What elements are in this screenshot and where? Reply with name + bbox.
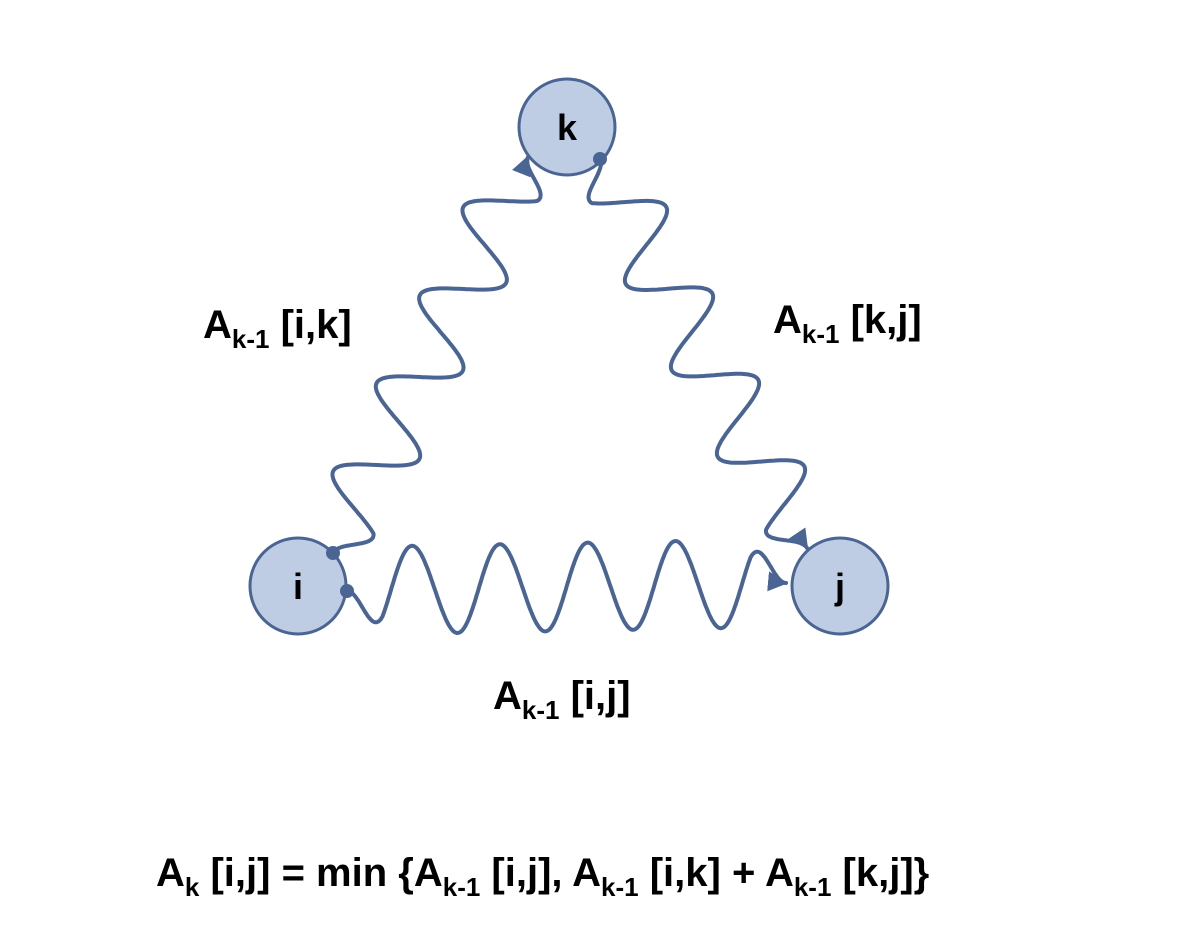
formula-term-1-base: A: [156, 851, 185, 895]
edge-label-ik-subscript: k-1: [231, 324, 270, 354]
formula-term-1-rest: [i,j] = min {: [199, 851, 414, 895]
formula-term-3-rest: [i,k] +: [638, 851, 765, 895]
edge-ij-start-dot: [340, 584, 354, 598]
edge-label-kj-index: [k,j]: [839, 298, 922, 342]
formula-term-4-subscript: k-1: [793, 872, 832, 902]
edge-label-ik-base: A: [203, 303, 232, 347]
edge-label-ik: Ak-1 [i,k]: [203, 303, 352, 352]
formula-term-3-base: A: [572, 851, 602, 895]
edge-i-to-j: [345, 539, 788, 635]
formula-term-1-subscript: k: [184, 872, 200, 902]
formula-term-2-base: A: [413, 851, 443, 895]
edge-label-ij-index: [i,j]: [559, 674, 631, 718]
edge-kj-start-dot: [593, 152, 607, 166]
edge-label-kj-subscript: k-1: [801, 319, 840, 349]
edge-label-ik-index: [i,k]: [269, 303, 352, 347]
formula-term-4-rest: [k,j]}: [831, 851, 930, 895]
formula-term-4-base: A: [764, 851, 794, 895]
edge-label-kj: Ak-1 [k,j]: [773, 298, 922, 347]
node-k: k: [517, 77, 617, 177]
node-j-circle: [790, 536, 890, 636]
edge-label-ij: Ak-1 [i,j]: [493, 674, 631, 723]
edge-label-ij-subscript: k-1: [521, 695, 560, 725]
edge-k-to-j: [586, 157, 809, 550]
formula-term-2-subscript: k-1: [442, 872, 481, 902]
node-k-label: k: [557, 107, 578, 148]
node-j: j: [790, 536, 890, 636]
node-i-label: i: [293, 566, 303, 607]
formula-term-2-rest: [i,j],: [480, 851, 573, 895]
edge-label-kj-base: A: [773, 298, 802, 342]
node-k-circle: [517, 77, 617, 177]
edge-label-ij-base: A: [493, 674, 522, 718]
recurrence-formula: Ak [i,j] = min {Ak-1 [i,j], Ak-1 [i,k] +…: [156, 851, 930, 900]
edge-i-to-k: [330, 155, 543, 555]
formula-term-3-subscript: k-1: [601, 872, 639, 902]
edge-ik-start-dot: [326, 546, 340, 560]
node-j-label: j: [834, 566, 845, 607]
